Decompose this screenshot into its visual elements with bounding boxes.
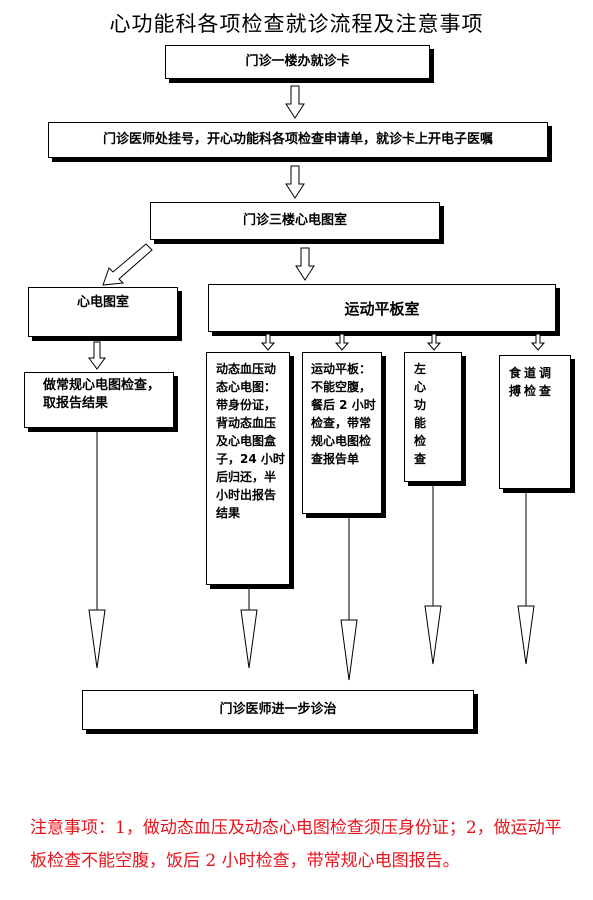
arrow-step3-to-ecg: [102, 243, 153, 286]
treadmill-room-box: 运动平板室: [208, 284, 556, 332]
page-title: 心功能科各项检查就诊流程及注意事项: [109, 12, 484, 36]
ecg-result-box: 做常规心电图检查，取报告结果: [24, 372, 174, 428]
arrow-result-to-final-head: [88, 609, 106, 669]
ecg-result-label: 做常规心电图检查，取报告结果: [43, 378, 161, 411]
exam-lvfunction-text: 左心功能检查: [414, 362, 437, 466]
exam-lvfunction-box: [404, 352, 462, 482]
exam-treadmill-box: [302, 352, 382, 514]
arrow-step3-to-treadmill: [295, 247, 315, 281]
arrow-step1-to-step2: [285, 85, 305, 119]
exam-tee-pacing-text: 食道调搏检查: [509, 366, 555, 398]
arrow-exam2-to-final-head: [340, 619, 358, 681]
step-register-card: 门诊一楼办就诊卡: [165, 45, 430, 79]
step-doctor-registration-label: 门诊医师处挂号，开心功能科各项检查申请单，就诊卡上开电子医嘱: [102, 132, 493, 147]
exam-tee-pacing-box: [499, 355, 571, 489]
exam-holter-text: 动态血压动态心电图：带身份证，背动态血压及心电图盒子，24 小时后归还，半小时出…: [216, 362, 285, 520]
arrow-to-exam2: [334, 333, 350, 351]
step-doctor-registration: 门诊医师处挂号，开心功能科各项检查申请单，就诊卡上开电子医嘱: [48, 122, 548, 158]
arrow-to-exam1: [260, 333, 276, 351]
arrow-exam1-to-final-head: [240, 609, 258, 669]
arrow-exam3-to-final-head: [424, 605, 442, 665]
arrow-step2-to-step3: [285, 165, 305, 199]
final-diagnosis-label: 门诊医师进一步诊治: [219, 702, 337, 717]
ecg-room-box: 心电图室: [28, 287, 178, 337]
exam-treadmill-text: 运动平板：不能空腹，餐后 2 小时检查，带常规心电图检查报告单: [311, 362, 376, 466]
arrow-to-exam4: [530, 333, 546, 351]
arrow-exam4-to-final-head: [517, 605, 535, 665]
step-ecg-floor3: 门诊三楼心电图室: [150, 202, 440, 240]
step-register-card-label: 门诊一楼办就诊卡: [245, 54, 350, 69]
arrow-ecg-to-result: [88, 341, 106, 370]
ecg-room-label: 心电图室: [76, 295, 129, 310]
exam-holter-box: [206, 352, 290, 585]
final-diagnosis-box: 门诊医师进一步诊治: [82, 690, 474, 730]
arrow-to-exam3: [426, 333, 442, 351]
notice-text: 注意事项：1，做动态血压及动态心电图检查须压身份证；2，做运动平板检查不能空腹，…: [30, 818, 562, 871]
step-ecg-floor3-label: 门诊三楼心电图室: [242, 213, 347, 228]
treadmill-room-label: 运动平板室: [344, 299, 420, 318]
